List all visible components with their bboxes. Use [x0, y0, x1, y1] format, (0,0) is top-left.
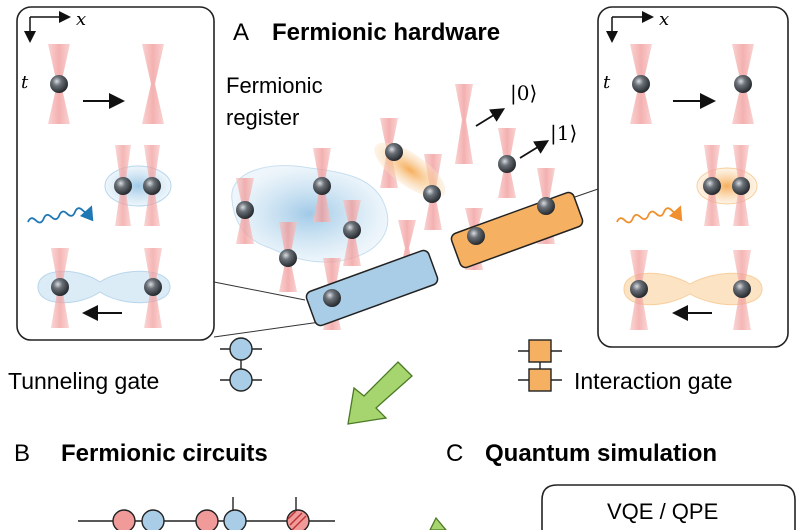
tunneling-cloud — [37, 270, 171, 304]
atom — [537, 197, 555, 215]
atom — [143, 177, 161, 195]
axes-icon — [24, 11, 71, 43]
axis-x-label: x — [659, 9, 669, 30]
fermionic-circuit — [78, 497, 335, 530]
panel-a-title: Fermionic hardware — [272, 19, 500, 46]
state-zero-label: |0⟩ — [510, 81, 537, 106]
zoom-line — [213, 281, 306, 301]
vqe-qpe-label: VQE / QPE — [607, 499, 718, 524]
atom — [734, 75, 752, 93]
flow-arrow-icon — [429, 516, 447, 530]
axis-t-label: t — [21, 72, 29, 93]
tunneling-gate-symbol — [220, 337, 262, 392]
laser-wave-icon — [616, 205, 683, 224]
register-label: Fermionic — [226, 73, 323, 98]
state-arrow — [475, 108, 506, 127]
atom — [467, 227, 485, 245]
axis-t-label: t — [603, 72, 611, 93]
circuit-node — [195, 509, 219, 530]
atom — [498, 155, 516, 173]
atom — [114, 177, 132, 195]
circuit-node — [223, 509, 247, 530]
atom — [733, 280, 751, 298]
state-one-label: |1⟩ — [550, 121, 577, 146]
interaction-cloud — [623, 272, 763, 306]
atom — [323, 289, 341, 307]
tunneling-gate-pad — [305, 249, 439, 327]
atom — [632, 75, 650, 93]
atom — [385, 143, 403, 161]
panel-b-title: Fermionic circuits — [61, 440, 268, 467]
circuit-node — [286, 509, 310, 530]
zoom-line — [213, 321, 321, 338]
register-label: register — [226, 105, 299, 130]
atom — [279, 249, 297, 267]
axes-icon — [606, 11, 654, 43]
atom — [423, 185, 441, 203]
panel-a-letter: A — [233, 19, 249, 46]
atom — [51, 278, 69, 296]
circuit-node — [141, 509, 165, 530]
interaction-inset: x t — [597, 6, 789, 348]
flow-arrow-icon — [347, 361, 413, 425]
atom — [236, 201, 254, 219]
atom — [144, 278, 162, 296]
atom — [732, 177, 750, 195]
panel-b-letter: B — [14, 440, 30, 467]
interaction-gate-symbol — [518, 339, 562, 392]
tunneling-inset: x t — [16, 6, 215, 341]
interaction-gate-label: Interaction gate — [574, 368, 733, 394]
fermionic-register — [231, 84, 584, 330]
atom — [313, 177, 331, 195]
atom — [703, 177, 721, 195]
atom — [630, 280, 648, 298]
panel-c-letter: C — [446, 440, 463, 467]
laser-wave-icon — [27, 205, 94, 224]
atom — [50, 75, 68, 93]
circuit-node — [112, 509, 136, 530]
state-arrow — [519, 140, 550, 159]
zoom-line — [571, 188, 599, 199]
atom — [343, 221, 361, 239]
panel-c-title: Quantum simulation — [485, 440, 717, 467]
tunneling-gate-label: Tunneling gate — [8, 368, 159, 394]
axis-x-label: x — [76, 9, 86, 30]
register-cloud — [231, 165, 389, 263]
vqe-qpe-box — [541, 484, 796, 530]
